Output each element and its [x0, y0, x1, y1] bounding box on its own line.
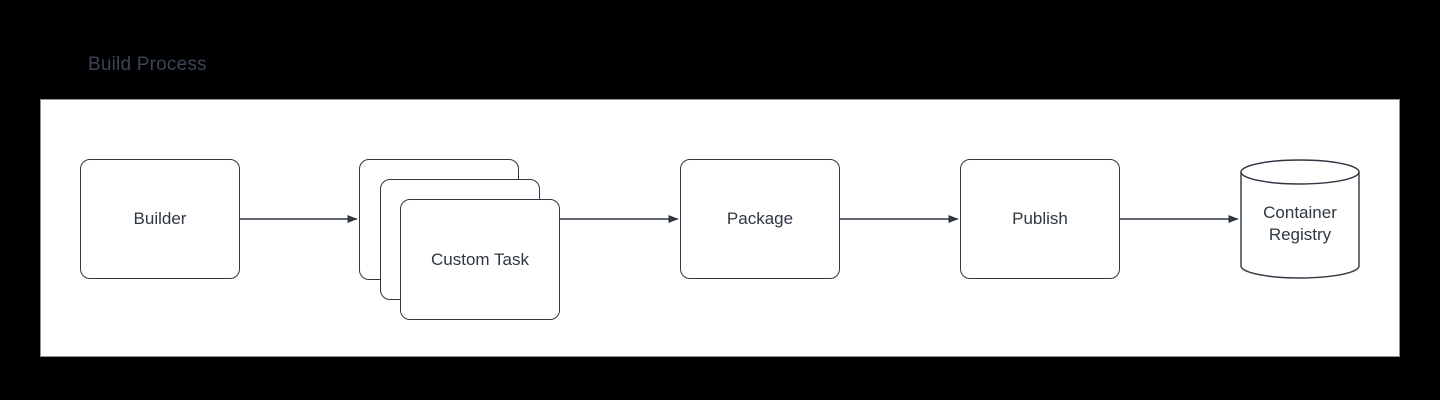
node-publish-label: Publish [1012, 209, 1068, 229]
node-package-label: Package [726, 209, 794, 229]
node-container-registry-label-line1: Container [1263, 202, 1337, 222]
cylinder-shape [1240, 159, 1360, 279]
node-custom-task-stack[interactable]: Custom Task Custom Task Custom Task [359, 159, 560, 320]
node-container-registry[interactable]: Container Registry [1240, 159, 1360, 279]
node-custom-task-label: Custom Task [431, 249, 529, 269]
node-custom-task-card-front[interactable]: Custom Task [400, 199, 560, 320]
node-builder-label: Builder [133, 209, 187, 229]
node-builder[interactable]: Builder [80, 159, 240, 279]
node-package[interactable]: Package [680, 159, 840, 279]
node-container-registry-label: Container Registry [1240, 159, 1360, 279]
node-publish[interactable]: Publish [960, 159, 1120, 279]
node-container-registry-label-line2: Registry [1268, 225, 1332, 244]
group-title: Build Process [88, 54, 207, 75]
